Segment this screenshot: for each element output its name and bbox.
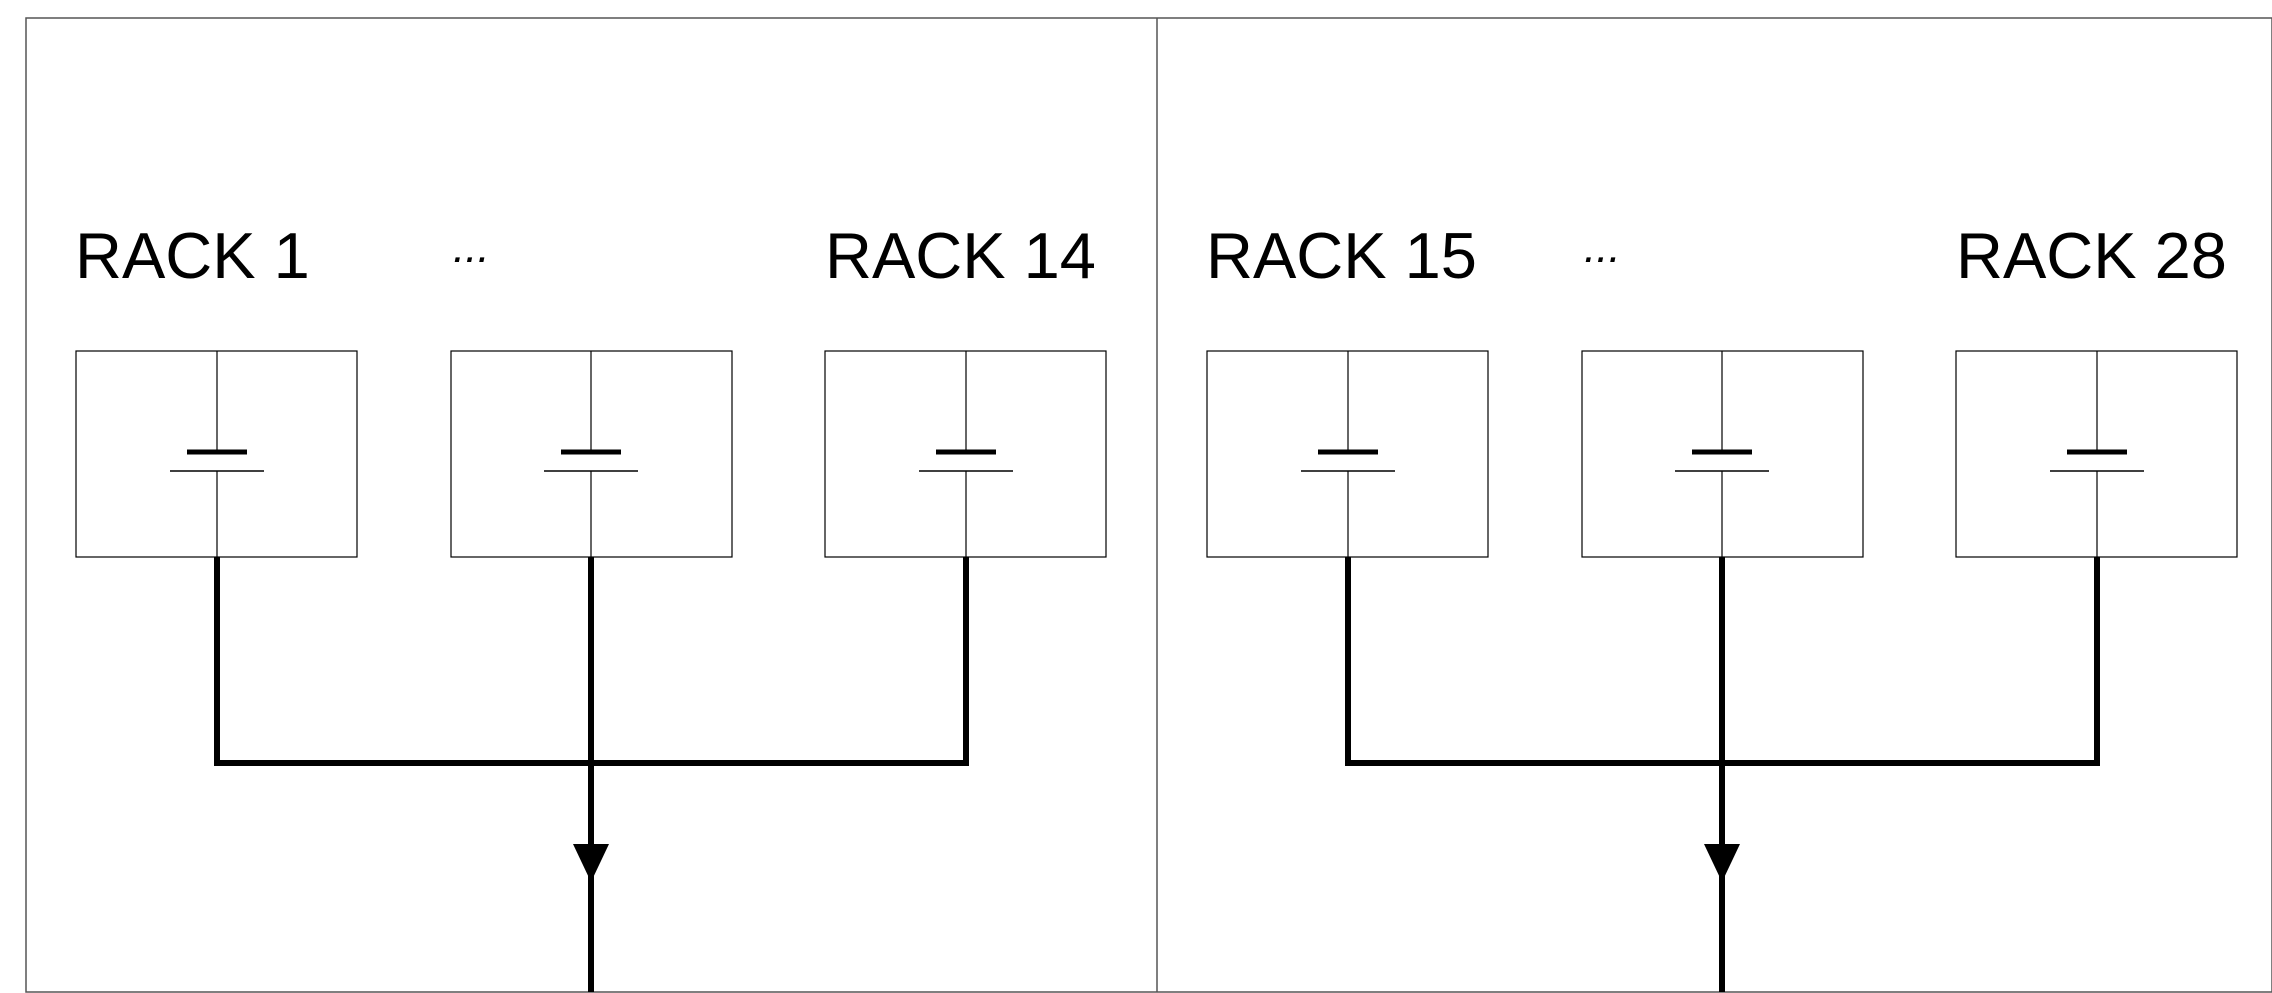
rack-ellipsis: ...: [453, 223, 490, 272]
rack-box: [824, 350, 1107, 558]
panel-2: RACK 15 ... RACK 28: [1206, 219, 2238, 992]
rack-label: RACK 1: [75, 219, 310, 292]
busbar-wiring: [214, 557, 969, 992]
battery-cell-icon: [1675, 449, 1769, 472]
battery-cell-icon: [1301, 449, 1395, 472]
arrow-down-icon: [1704, 844, 1740, 882]
rack-label: RACK 14: [825, 219, 1096, 292]
rack-label: RACK 15: [1206, 219, 1477, 292]
rack-box: [1206, 350, 1489, 558]
battery-cell-icon: [170, 449, 264, 472]
diagram-frame: [25, 17, 2272, 993]
arrow-down-icon: [573, 844, 609, 882]
rack-box: [450, 350, 733, 558]
battery-cell-icon: [919, 449, 1013, 472]
rack-box: [75, 350, 358, 558]
panel-1: RACK 1 ... RACK 14: [75, 219, 1107, 992]
busbar-wiring: [1345, 557, 2100, 992]
rack-box: [1581, 350, 1864, 558]
rack-label: RACK 28: [1956, 219, 2227, 292]
battery-cell-icon: [544, 449, 638, 472]
rack-ellipsis: ...: [1584, 223, 1621, 272]
rack-box: [1955, 350, 2238, 558]
battery-cell-icon: [2050, 449, 2144, 472]
